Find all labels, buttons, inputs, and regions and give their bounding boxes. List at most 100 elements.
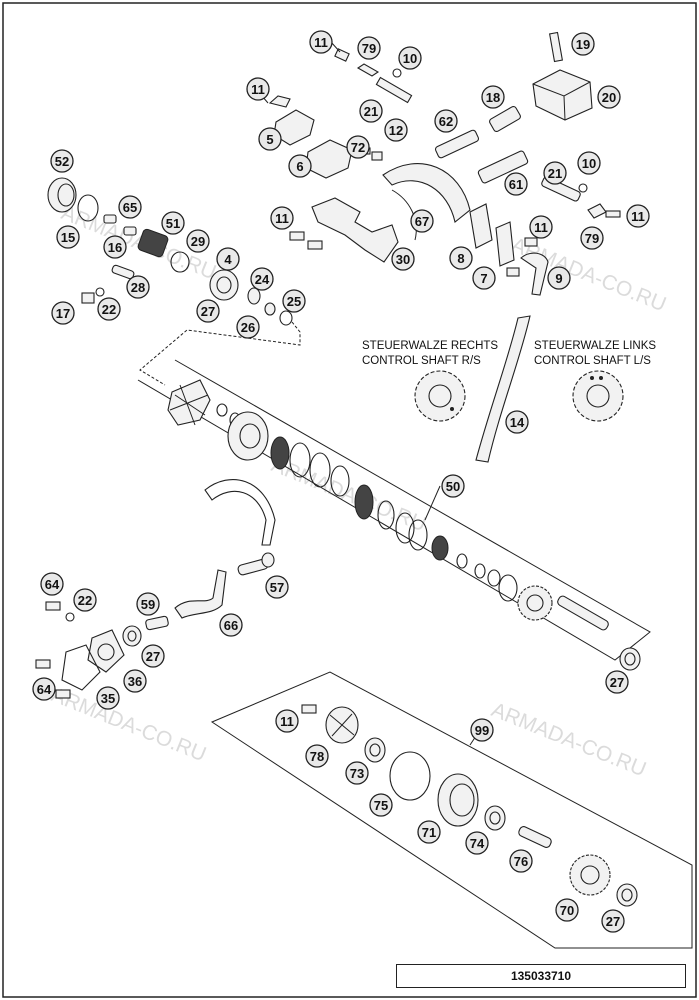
callout-circle — [196, 299, 220, 323]
part-shaft-18 — [489, 105, 521, 133]
callout-circle — [481, 85, 505, 109]
callout-number: 72 — [351, 140, 365, 155]
callout-24: 24 — [250, 267, 274, 291]
callout-20: 20 — [597, 85, 621, 109]
callout-circle — [97, 297, 121, 321]
callout-26: 26 — [236, 315, 260, 339]
callout-circle — [258, 127, 282, 151]
caption-right-en: CONTROL SHAFT R/S — [362, 355, 481, 367]
part-washer-22 — [95, 287, 105, 297]
callout-number: 21 — [548, 166, 562, 181]
assembly-dashed-line — [139, 321, 301, 386]
callout-circle — [577, 151, 601, 175]
part-16 — [103, 214, 117, 224]
callout-circle — [357, 36, 381, 60]
callout-circle — [345, 761, 369, 785]
callout-number: 11 — [280, 714, 294, 729]
callout-number: 11 — [534, 220, 548, 235]
callout-number: 51 — [166, 216, 180, 231]
callout-circle — [216, 247, 240, 271]
part-drive-gear — [517, 585, 553, 621]
callout-number: 27 — [201, 304, 215, 319]
callout-circle — [529, 215, 553, 239]
callout-number: 52 — [55, 154, 69, 169]
callout-64: 64 — [32, 677, 56, 701]
part-bearing-4 — [209, 269, 239, 301]
callout-number: 18 — [486, 90, 500, 105]
callout-12: 12 — [384, 118, 408, 142]
callout-circle — [571, 32, 595, 56]
part-26 — [264, 302, 276, 316]
part-spring-51 — [137, 228, 169, 258]
callout-number: 79 — [585, 231, 599, 246]
callout-circle — [219, 613, 243, 637]
callout-number: 4 — [224, 252, 232, 267]
part-ring-29 — [170, 251, 190, 273]
part-bearing-27-mid — [122, 625, 142, 647]
part-water-pump-shaft — [227, 411, 269, 461]
callout-circle — [161, 211, 185, 235]
callout-number: 24 — [255, 272, 270, 287]
part-plate-8 — [469, 203, 493, 249]
part-bolt-11-bottom — [301, 704, 317, 714]
callout-79: 79 — [357, 36, 381, 60]
callout-circle — [410, 209, 434, 233]
callout-circle — [384, 118, 408, 142]
part-bolt-top — [334, 48, 350, 62]
part-bearing-4-inner — [216, 276, 232, 294]
caption-left-en: CONTROL SHAFT L/S — [534, 355, 651, 367]
part-bolt-11-right — [605, 210, 621, 218]
callout-circle — [282, 289, 306, 313]
callout-number: 36 — [128, 674, 142, 689]
callout-27: 27 — [196, 299, 220, 323]
part-shaft-61 — [477, 150, 529, 184]
callout-75: 75 — [369, 793, 393, 817]
callout-64: 64 — [40, 572, 64, 596]
callout-number: 25 — [287, 294, 301, 309]
part-bracket-6 — [305, 139, 353, 179]
callout-number: 12 — [389, 123, 403, 138]
callout-number: 67 — [415, 214, 429, 229]
callout-number: 17 — [56, 306, 70, 321]
callout-number: 5 — [266, 132, 273, 147]
assembly-box-50 — [137, 359, 651, 661]
part-bolt-11-79 — [524, 237, 538, 247]
callout-number: 71 — [422, 825, 436, 840]
callout-circle — [270, 206, 294, 230]
callout-99: 99 — [470, 718, 494, 742]
callout-number: 64 — [45, 577, 60, 592]
callout-circle — [118, 195, 142, 219]
callout-52: 52 — [50, 149, 74, 173]
part-guide-67 — [382, 163, 471, 241]
part-gasket-35 — [61, 644, 101, 691]
part-impeller-78 — [325, 706, 359, 744]
callout-circle — [275, 709, 299, 733]
assembly-box-99 — [210, 671, 693, 949]
callout-number: 26 — [241, 320, 255, 335]
callout-number: 11 — [314, 35, 328, 50]
callout-circle — [626, 204, 650, 228]
callout-14: 14 — [505, 410, 529, 434]
part-shaft-end — [557, 595, 609, 631]
callout-circle — [449, 246, 473, 270]
part-gear-70 — [569, 854, 611, 896]
callout-7: 7 — [472, 266, 496, 290]
part-oring-10-top — [392, 68, 402, 78]
callout-27: 27 — [141, 644, 165, 668]
callout-66: 66 — [219, 613, 243, 637]
callout-11: 11 — [246, 77, 270, 101]
callout-number: 76 — [514, 854, 528, 869]
callout-number: 66 — [224, 618, 238, 633]
part-bolt-30a — [289, 231, 305, 241]
callout-circle — [305, 744, 329, 768]
callout-circle — [56, 225, 80, 249]
callout-10: 10 — [398, 46, 422, 70]
part-washer-15 — [77, 194, 99, 222]
callout-circle — [472, 266, 496, 290]
callout-circle — [369, 793, 393, 817]
callout-21: 21 — [359, 99, 383, 123]
callout-number: 22 — [78, 593, 92, 608]
callout-73: 73 — [345, 761, 369, 785]
